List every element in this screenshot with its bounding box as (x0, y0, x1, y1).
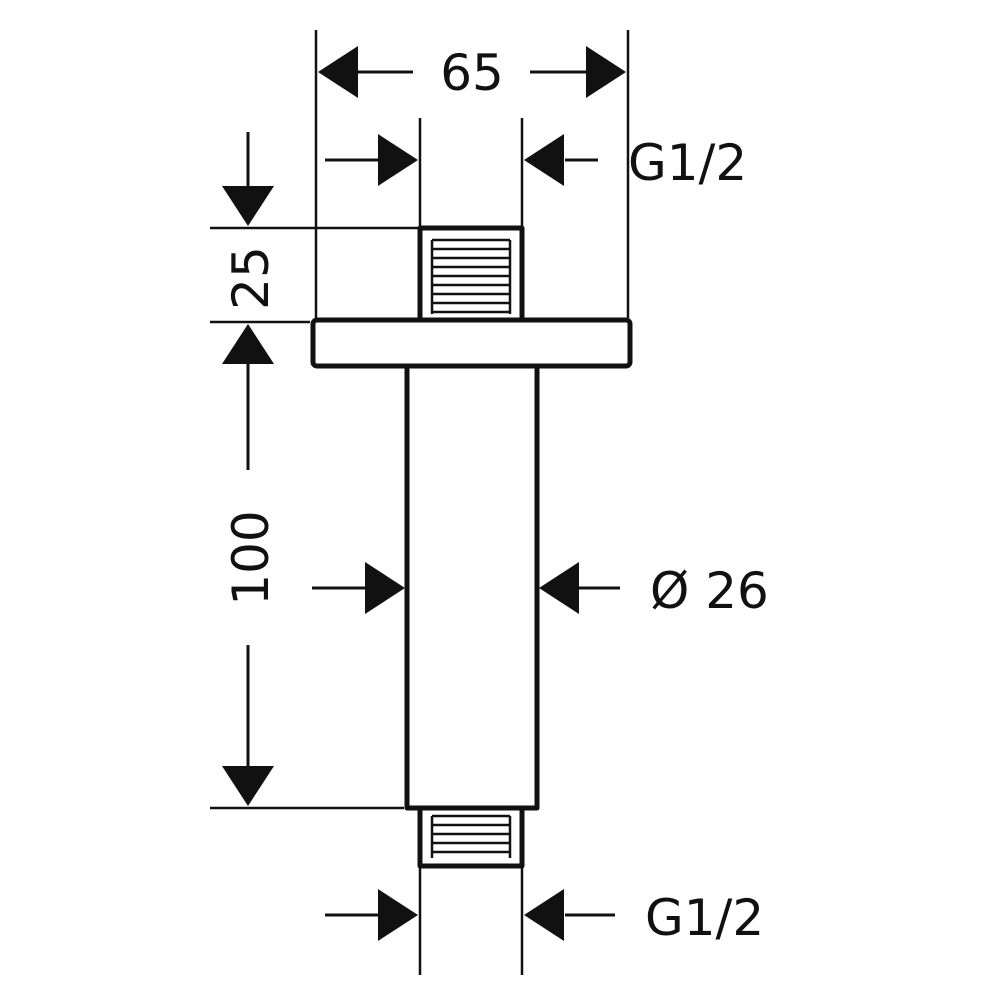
arrowhead-right-icon (365, 562, 405, 614)
arrowhead-up-icon (222, 324, 274, 364)
bottom-threaded-connector (417, 805, 525, 869)
arrowhead-down-icon (222, 766, 274, 806)
arrowhead-left-icon (524, 889, 564, 941)
dim-bottom-thread: G1/2 (325, 889, 764, 947)
arrowhead-right-icon (378, 134, 418, 186)
dim-label-arm-diameter: Ø 26 (650, 562, 769, 620)
dim-label-arm-length: 100 (222, 510, 280, 605)
dim-label-bottom-thread: G1/2 (645, 889, 764, 947)
bottom-thread-lines (430, 814, 512, 858)
dim-label-top-height: 25 (222, 246, 280, 310)
top-thread-lines (430, 238, 512, 314)
arrowhead-right-icon (586, 46, 626, 98)
tubular-arm (404, 363, 540, 811)
part-outline (310, 225, 633, 869)
dim-top-thread: G1/2 (325, 134, 747, 192)
dim-overall-width: 65 (318, 44, 626, 102)
arrowhead-left-icon (539, 562, 579, 614)
dim-top-height: 25 (222, 132, 280, 364)
dim-label-top-thread: G1/2 (628, 134, 747, 192)
dim-arm-diameter: Ø 26 (312, 562, 769, 620)
arrowhead-right-icon (378, 889, 418, 941)
extension-lines (210, 30, 630, 975)
dim-arm-length: 100 (222, 362, 280, 806)
arrowhead-down-icon (222, 186, 274, 226)
top-threaded-connector (417, 225, 525, 323)
ceiling-flange (310, 317, 633, 369)
dim-label-overall-width: 65 (440, 44, 504, 102)
arrowhead-left-icon (524, 134, 564, 186)
arrowhead-left-icon (318, 46, 358, 98)
